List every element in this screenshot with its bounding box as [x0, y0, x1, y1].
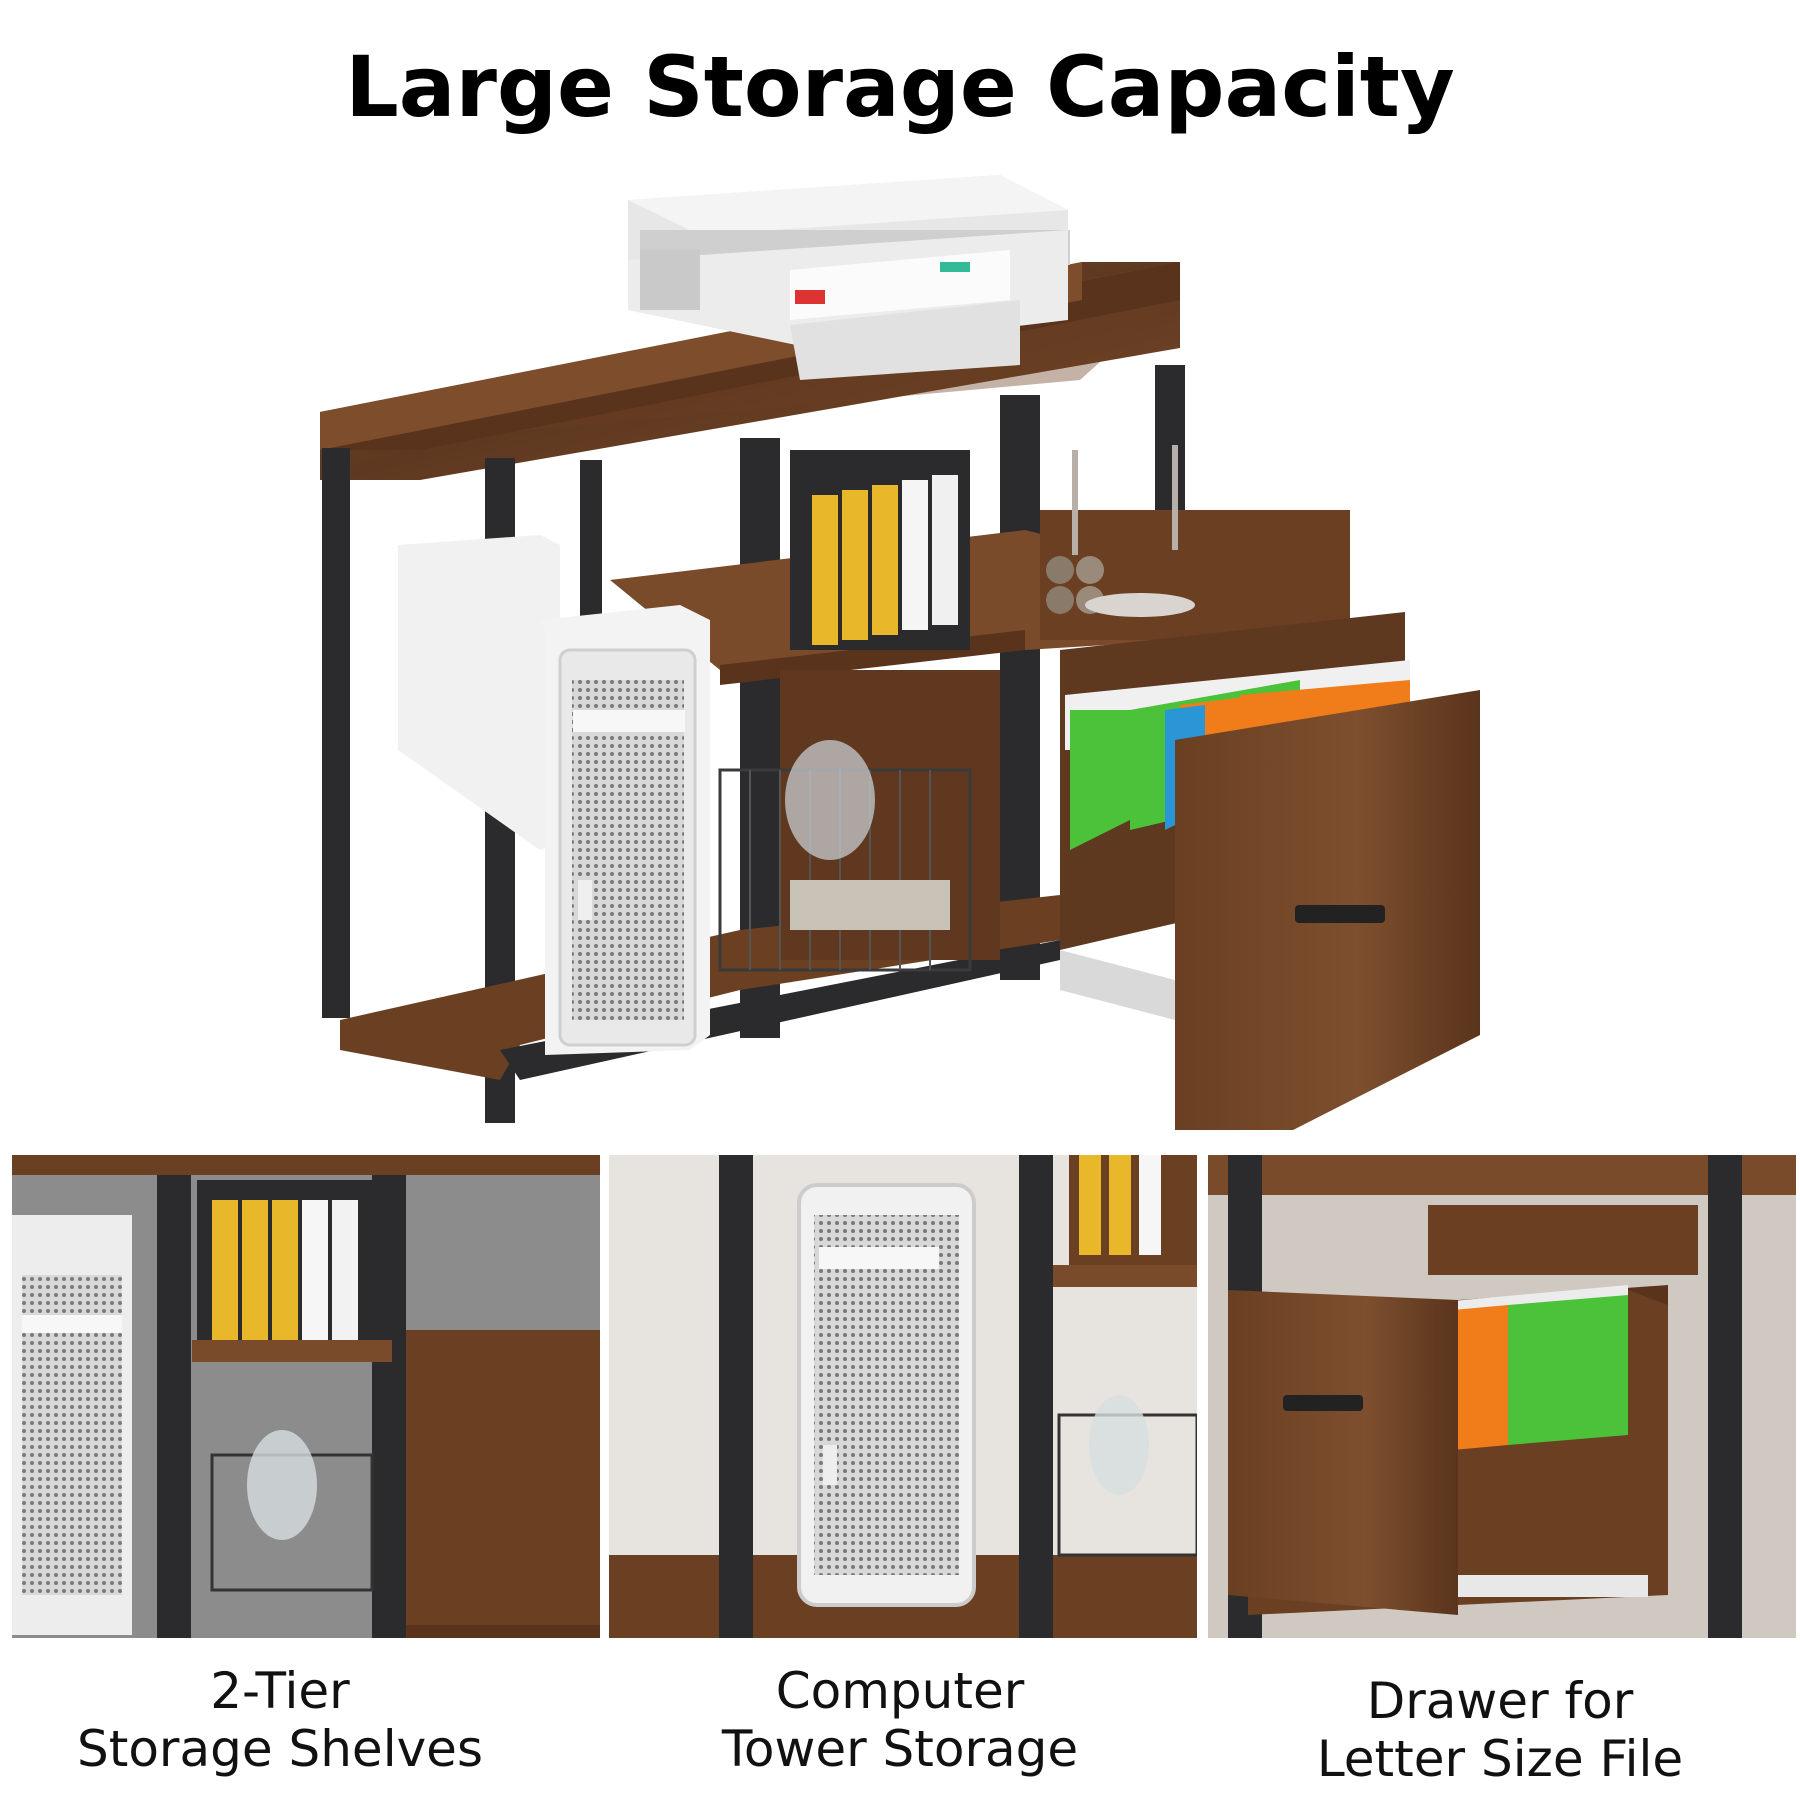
- caption-drawer-line2: Letter Size File: [1316, 1730, 1684, 1788]
- caption-tower: Computer Tower Storage: [600, 1662, 1200, 1778]
- hero-product-image: [0, 150, 1800, 1190]
- page-title: Large Storage Capacity: [345, 38, 1455, 136]
- wire-basket-icon: [718, 740, 972, 972]
- file-drawer-icon: [1060, 612, 1480, 1190]
- caption-shelves-line2: Storage Shelves: [76, 1720, 483, 1778]
- caption-drawer-line1: Drawer for: [1366, 1672, 1634, 1730]
- drawer-detail-image: [1208, 1155, 1796, 1638]
- printer-icon: [628, 175, 1070, 380]
- caption-shelves: 2-Tier Storage Shelves: [0, 1662, 580, 1778]
- shelves-detail-image: [12, 1155, 600, 1638]
- caption-tower-line2: Tower Storage: [721, 1720, 1079, 1778]
- caption-shelves-line1: 2-Tier: [210, 1662, 350, 1720]
- desk-toy-icon: [1046, 445, 1195, 617]
- tower-detail-image: [609, 1155, 1197, 1638]
- binders-icon: [790, 450, 970, 650]
- drawer-detail-panel: [1208, 1155, 1796, 1638]
- tower-detail-panel: [609, 1155, 1197, 1638]
- file-cabinet-illustration: [320, 175, 1480, 1190]
- caption-tower-line1: Computer: [775, 1662, 1025, 1720]
- computer-tower-icon: [398, 535, 710, 1055]
- shelves-detail-panel: [12, 1155, 600, 1638]
- caption-drawer: Drawer for Letter Size File: [1200, 1672, 1800, 1788]
